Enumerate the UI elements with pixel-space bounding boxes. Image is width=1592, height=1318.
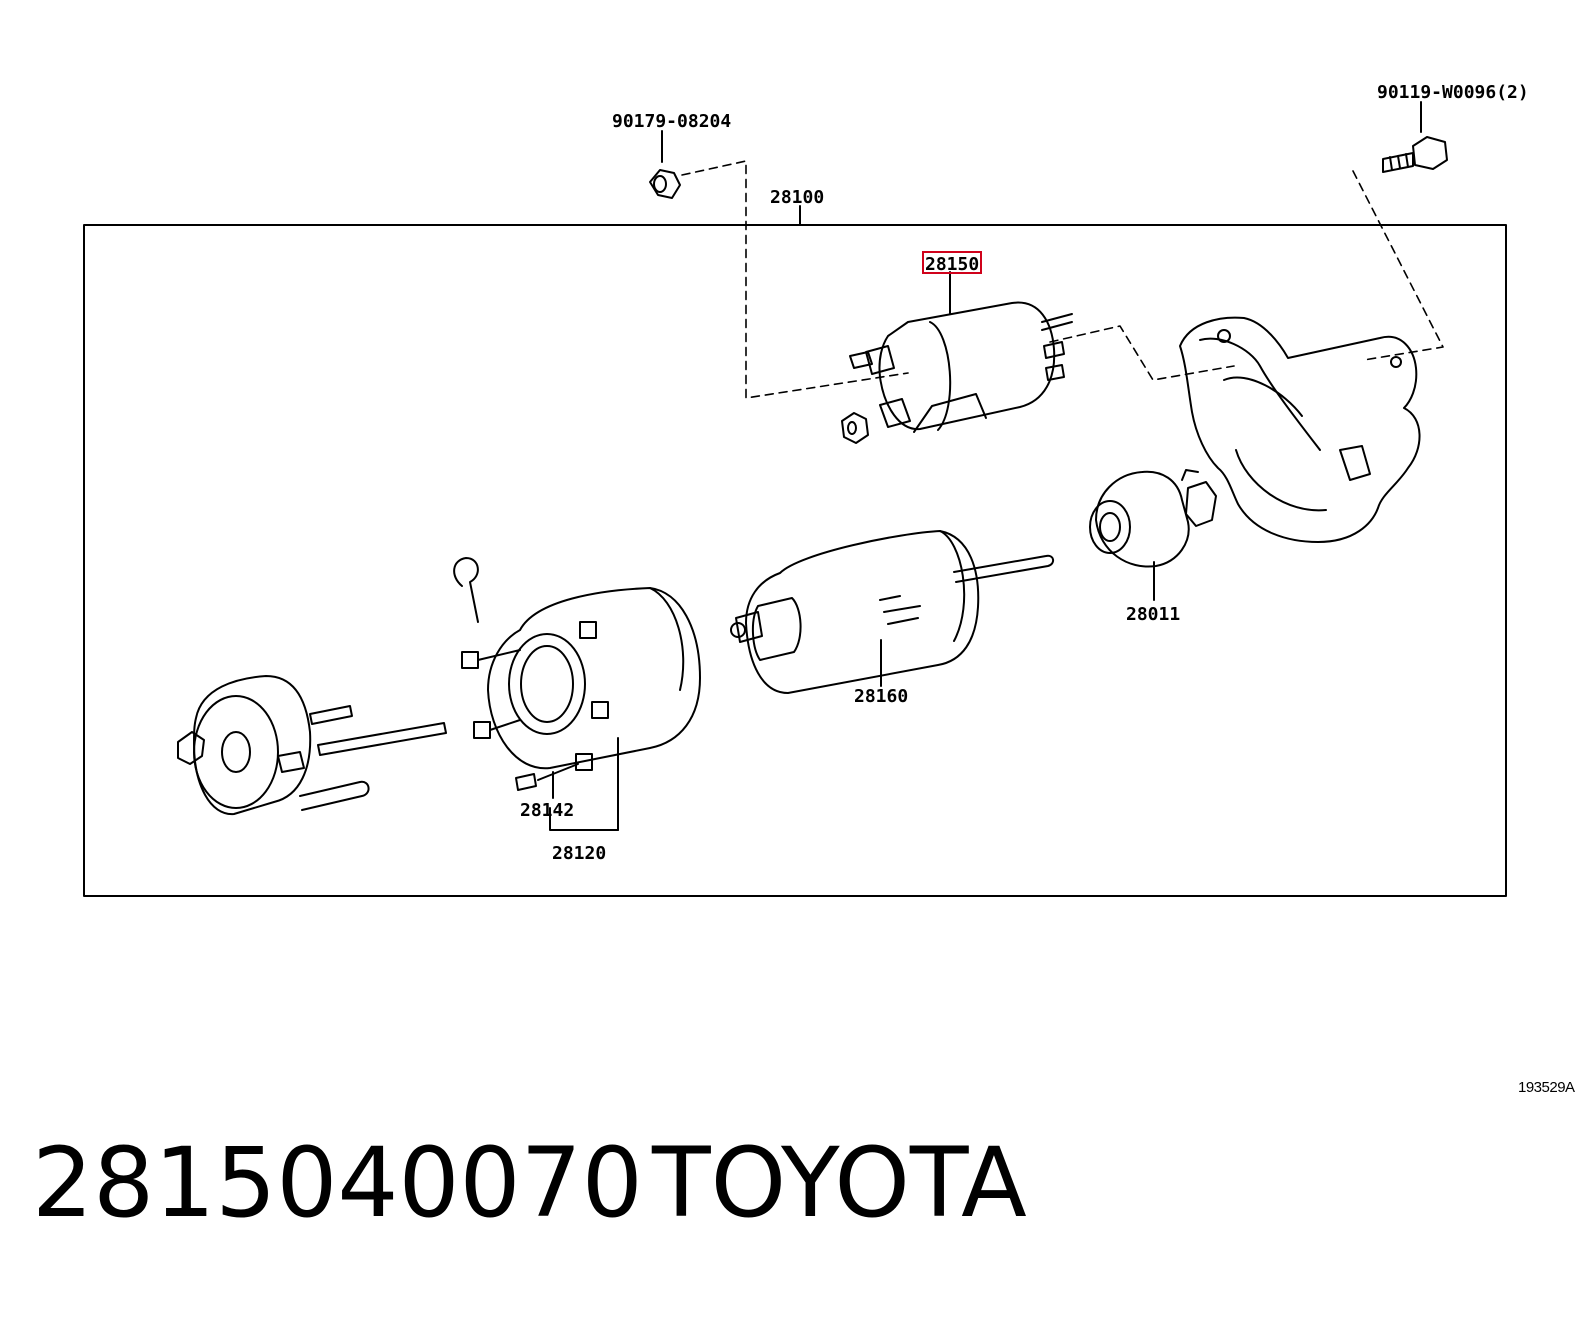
callout-90119-w0096[interactable]: 90119-W0096(2) <box>1377 82 1529 103</box>
yoke-part <box>453 557 701 831</box>
highlight-box <box>922 251 982 274</box>
end-frame-part <box>177 675 447 816</box>
callout-28100[interactable]: 28100 <box>770 187 824 208</box>
callout-28011[interactable]: 28011 <box>1126 604 1180 625</box>
armature-part <box>730 530 1054 694</box>
callout-28150[interactable]: 28150 <box>925 254 979 275</box>
brand-name: TOYOTA <box>652 1127 1027 1239</box>
dashed-leaders <box>681 160 1444 399</box>
clutch-part <box>1089 469 1217 601</box>
callout-28160[interactable]: 28160 <box>854 686 908 707</box>
callout-90179-08204[interactable]: 90179-08204 <box>612 111 731 132</box>
solenoid-part <box>841 271 1073 444</box>
nut-part <box>649 130 681 199</box>
drive-housing-part <box>1179 316 1421 543</box>
callout-28120[interactable]: 28120 <box>552 843 606 864</box>
part-number: 2815040070 <box>32 1127 643 1239</box>
diagram-code: 193529A <box>1518 1079 1575 1096</box>
assembly-frame <box>83 224 1507 897</box>
callout-28142[interactable]: 28142 <box>520 800 574 821</box>
bolt-part <box>1382 101 1448 173</box>
